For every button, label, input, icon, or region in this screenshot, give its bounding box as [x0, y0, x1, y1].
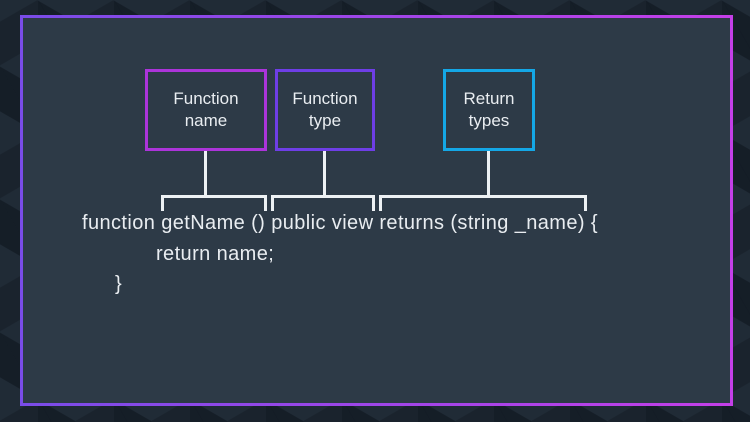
code-line-return-statement: return name; — [156, 243, 275, 265]
label-box-return-types: Return types — [443, 69, 535, 151]
bracket-function-type — [271, 195, 375, 211]
bracket-function-name — [161, 195, 267, 211]
content-panel: Function name Function type Return types… — [20, 15, 733, 406]
label-box-function-type: Function type — [275, 69, 375, 151]
label-box-function-name: Function name — [145, 69, 267, 151]
bracket-return-types — [379, 195, 587, 211]
label-function-name: Function name — [173, 88, 239, 130]
code-line-function-signature: function getName () public view returns … — [82, 212, 598, 234]
label-return-types: Return types — [463, 88, 515, 130]
label-function-type: Function type — [292, 88, 358, 130]
code-line-closing-brace: } — [115, 273, 123, 295]
connector-stem-function-type — [323, 150, 326, 197]
connector-stem-return-types — [487, 150, 490, 197]
connector-stem-function-name — [204, 150, 207, 197]
